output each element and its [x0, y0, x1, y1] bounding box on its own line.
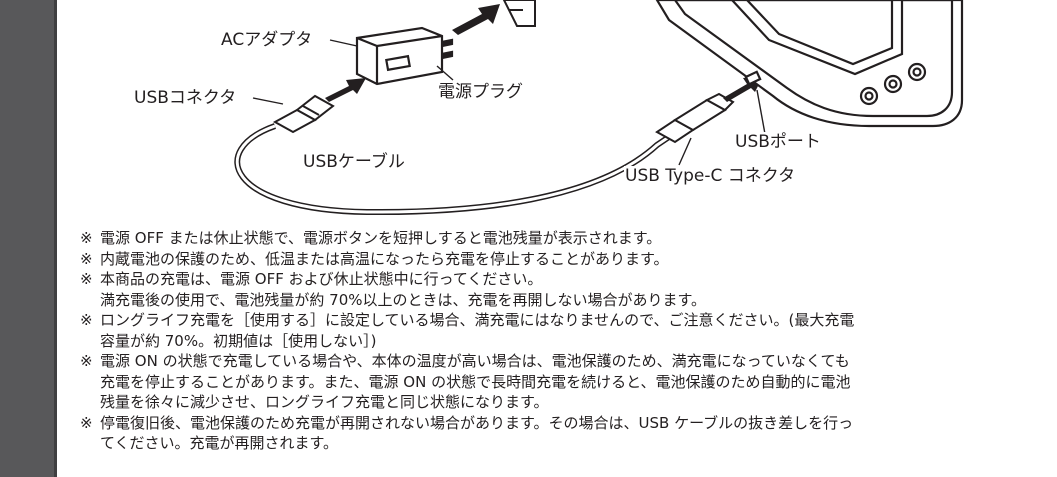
note-item: ※ 内蔵電池の保護のため、低温または高温になったら充電を停止することがあります。: [80, 249, 1050, 270]
note-item: ※ 電源 OFF または休止状態で、電源ボタンを短押しすると電池残量が表示されま…: [80, 228, 1050, 249]
note-item: ※ 停電復旧後、電池保護のため充電が再開されない場合があります。その場合は、US…: [80, 413, 1050, 454]
label-usb-connector: USBコネクタ: [133, 88, 238, 108]
side-tab: [0, 0, 57, 477]
note-text: 停電復旧後、電池保護のため充電が再開されない場合があります。その場合は、USB …: [100, 413, 854, 432]
label-usb-cable: USBケーブル: [302, 152, 406, 172]
note-mark: ※: [80, 229, 93, 247]
charging-illustration: [234, 0, 964, 216]
note-text: 電源 OFF または休止状態で、電源ボタンを短押しすると電池残量が表示されます。: [100, 229, 662, 247]
charging-diagram: ACアダプタ 電源プラグ USBコネクタ USBケーブル USBポート USB …: [57, 0, 1057, 222]
label-usb-typec-connector: USB Type-C コネクタ: [624, 166, 797, 186]
note-item: ※ ロングライフ充電を［使用する］に設定している場合、満充電にはなりませんので、…: [80, 310, 1050, 351]
note-text: 電源 ON の状態で充電している場合や、本体の温度が高い場合は、電池保護のため、…: [100, 352, 850, 370]
ac-adapter: [355, 26, 454, 86]
note-mark: ※: [80, 352, 93, 370]
note-mark: ※: [80, 413, 93, 432]
note-item: ※ 本商品の充電は、電源 OFF および休止状態中に行ってください。 満充電後の…: [80, 269, 1050, 310]
note-mark: ※: [80, 249, 93, 268]
wall-outlet: [502, 0, 536, 27]
label-power-plug: 電源プラグ: [437, 82, 524, 102]
note-mark: ※: [80, 270, 93, 288]
note-text: 本商品の充電は、電源 OFF および休止状態中に行ってください。: [100, 270, 543, 288]
usb-typec-connector: [655, 92, 735, 144]
note-text: 内蔵電池の保護のため、低温または高温になったら充電を停止することがあります。: [100, 249, 669, 268]
note-text: 充電を停止することがあります。また、電源 ON の状態で長時間充電を続けると、電…: [100, 372, 851, 391]
charging-notes: ※ 電源 OFF または休止状態で、電源ボタンを短押しすると電池残量が表示されま…: [80, 228, 1050, 454]
note-text: 残量を徐々に減少させ、ロングライフ充電と同じ状態になります。: [100, 393, 549, 411]
note-text: ロングライフ充電を［使用する］に設定している場合、満充電にはなりませんので、ご注…: [100, 311, 855, 329]
note-text: てください。充電が再開されます。: [100, 434, 339, 452]
note-mark: ※: [80, 311, 93, 329]
label-ac-adapter: ACアダプタ: [220, 30, 314, 50]
note-text: 満充電後の使用で、電池残量が約 70%以上のときは、充電を再開しない場合がありま…: [100, 290, 707, 309]
router-device: [655, 0, 964, 128]
arrow-adapter-to-outlet: [452, 4, 500, 35]
note-item: ※ 電源 ON の状態で充電している場合や、本体の温度が高い場合は、電池保護のた…: [80, 351, 1050, 413]
label-usb-port: USBポート: [734, 132, 822, 152]
usb-a-connector: [272, 94, 335, 134]
note-text: 容量が約 70%。初期値は［使用しない］): [100, 331, 377, 350]
arrow-usb-to-adapter: [325, 78, 366, 102]
